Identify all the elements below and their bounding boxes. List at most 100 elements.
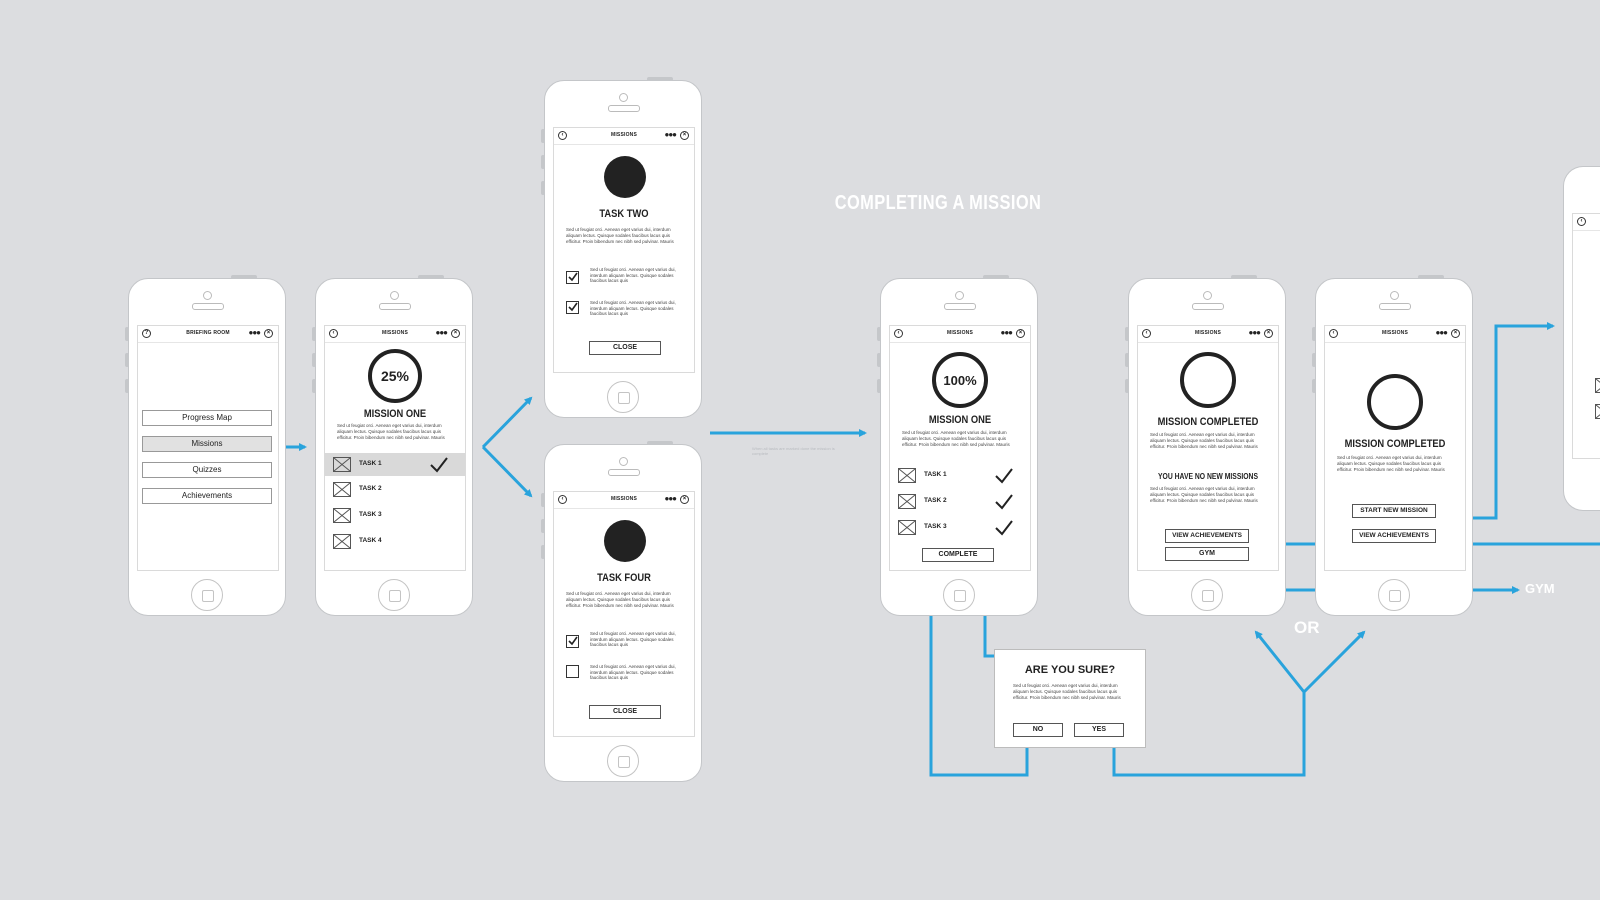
back-icon[interactable]: ‹ (1329, 329, 1338, 338)
gym-label: GYM (1525, 581, 1555, 596)
close-icon[interactable]: × (1451, 329, 1460, 338)
home-button[interactable] (378, 579, 410, 611)
no-button[interactable]: NO (1013, 723, 1063, 737)
back-icon[interactable]: ‹ (894, 329, 903, 338)
checkbox-checked[interactable] (566, 635, 579, 648)
start-new-mission-button[interactable]: START NEW MISSION (1352, 504, 1436, 518)
phone-next-screen-partial: ‹ (1563, 166, 1600, 511)
or-label: OR (1294, 618, 1320, 637)
phone-mission-completed-new: ‹ MISSIONS ●●● × MISSION COMPLETED Sed u… (1312, 275, 1473, 616)
screen-task-two: ‹ MISSIONS ●●● × TASK TWO Sed ut feugiat… (553, 127, 695, 373)
bar-title: MISSIONS (610, 132, 638, 138)
help-icon[interactable]: ? (142, 329, 151, 338)
home-button[interactable] (191, 579, 223, 611)
progress-ring: 25% (368, 349, 422, 403)
home-button[interactable] (1191, 579, 1223, 611)
top-bar: ‹ MISSIONS ●●● × (1325, 326, 1465, 343)
progress-ring: 100% (932, 352, 988, 408)
arrow-no-to-mission (927, 606, 1029, 777)
close-icon[interactable]: × (451, 329, 460, 338)
task-row[interactable]: TASK 4 (325, 530, 465, 553)
subtask-text: Sed ut feugiat orci. Aenean eget varius … (590, 300, 676, 316)
home-button[interactable] (1378, 579, 1410, 611)
more-icon[interactable]: ●●● (1000, 328, 1013, 337)
more-icon[interactable]: ●●● (248, 328, 261, 337)
task-image (604, 520, 646, 562)
task-heading: TASK TWO (599, 208, 649, 220)
checkbox-checked[interactable] (566, 271, 579, 284)
more-icon[interactable]: ●●● (1435, 328, 1448, 337)
task-label: TASK 2 (924, 497, 947, 504)
mission-heading: MISSION ONE (928, 414, 992, 426)
close-icon[interactable]: × (1264, 329, 1273, 338)
yes-button[interactable]: YES (1074, 723, 1124, 737)
task-row[interactable]: TASK 2 (325, 478, 465, 501)
back-icon[interactable]: ‹ (329, 329, 338, 338)
top-bar: ? BRIEFING ROOM ●●● × (138, 326, 278, 343)
complete-button[interactable]: COMPLETE (922, 548, 994, 562)
task-label: TASK 3 (924, 523, 947, 530)
mission-description: Sed ut feugiat orci. Aenean eget varius … (337, 423, 445, 440)
screen-mission-25: ‹ MISSIONS ●●● × 25% MISSION ONE Sed ut … (324, 325, 466, 571)
home-button[interactable] (607, 745, 639, 777)
back-icon[interactable]: ‹ (1577, 217, 1586, 226)
task-image-placeholder (1595, 378, 1600, 393)
subtask-text: Sed ut feugiat orci. Aenean eget varius … (590, 267, 676, 283)
back-icon[interactable]: ‹ (1142, 329, 1151, 338)
home-button[interactable] (943, 579, 975, 611)
close-icon[interactable]: × (264, 329, 273, 338)
screen-mission-completed-b: ‹ MISSIONS ●●● × MISSION COMPLETED Sed u… (1324, 325, 1466, 571)
more-icon[interactable]: ●●● (435, 328, 448, 337)
task-description: Sed ut feugiat orci. Aenean eget varius … (566, 591, 674, 608)
close-icon[interactable]: × (680, 495, 689, 504)
phone-task-four: ‹ MISSIONS ●●● × TASK FOUR Sed ut feugia… (541, 441, 702, 782)
top-bar: ‹ (1573, 214, 1600, 231)
home-button[interactable] (607, 381, 639, 413)
menu-achievements[interactable]: Achievements (142, 488, 272, 504)
task-label: TASK 1 (924, 471, 947, 478)
progress-percent: 25% (380, 368, 410, 384)
back-icon[interactable]: ‹ (558, 495, 567, 504)
task-row[interactable]: TASK 1 (890, 464, 1030, 487)
menu-missions[interactable]: Missions (142, 436, 272, 452)
close-icon[interactable]: × (1016, 329, 1025, 338)
task-row[interactable]: TASK 2 (890, 490, 1030, 513)
task-row[interactable]: TASK 1 (325, 453, 465, 476)
close-button[interactable]: CLOSE (589, 341, 661, 355)
top-bar: ‹ MISSIONS ●●● × (325, 326, 465, 343)
menu-quizzes[interactable]: Quizzes (142, 462, 272, 478)
screen-briefing-room: ? BRIEFING ROOM ●●● × Progress Map Missi… (137, 325, 279, 571)
more-icon[interactable]: ●●● (664, 494, 677, 503)
back-icon[interactable]: ‹ (558, 131, 567, 140)
more-icon[interactable]: ●●● (664, 130, 677, 139)
close-icon[interactable]: × (680, 131, 689, 140)
view-achievements-button[interactable]: VIEW ACHIEVEMENTS (1165, 529, 1249, 543)
view-achievements-button[interactable]: VIEW ACHIEVEMENTS (1352, 529, 1436, 543)
screen-next-partial: ‹ (1572, 213, 1600, 459)
checkbox-unchecked[interactable] (566, 665, 579, 678)
task-image-placeholder (333, 482, 351, 497)
check-icon (995, 520, 1013, 536)
task-label: TASK 4 (359, 537, 382, 544)
no-missions-heading: YOU HAVE NO NEW MISSIONS (1157, 472, 1258, 481)
confirm-dialog: ARE YOU SURE? Sed ut feugiat orci. Aenea… (994, 649, 1146, 748)
completion-ring (1367, 374, 1423, 430)
checkbox-checked[interactable] (566, 301, 579, 314)
gym-button[interactable]: GYM (1165, 547, 1249, 561)
more-icon[interactable]: ●●● (1248, 328, 1261, 337)
menu-progress-map[interactable]: Progress Map (142, 410, 272, 426)
check-icon (995, 468, 1013, 484)
arrow-or-right (1302, 630, 1366, 694)
top-bar: ‹ MISSIONS ●●● × (1138, 326, 1278, 343)
task-row[interactable]: TASK 3 (325, 504, 465, 527)
task-row[interactable]: TASK 3 (890, 516, 1030, 539)
top-bar: ‹ MISSIONS ●●● × (554, 128, 694, 145)
close-button[interactable]: CLOSE (589, 705, 661, 719)
completed-description: Sed ut feugiat orci. Aenean eget varius … (1337, 455, 1445, 472)
completed-heading: MISSION COMPLETED (1157, 416, 1259, 428)
bar-title: MISSIONS (610, 496, 638, 502)
bar-title: MISSIONS (1381, 330, 1409, 336)
task-image-placeholder (333, 457, 351, 472)
completion-ring (1180, 352, 1236, 408)
screen-mission-100: ‹ MISSIONS ●●● × 100% MISSION ONE Sed ut… (889, 325, 1031, 571)
